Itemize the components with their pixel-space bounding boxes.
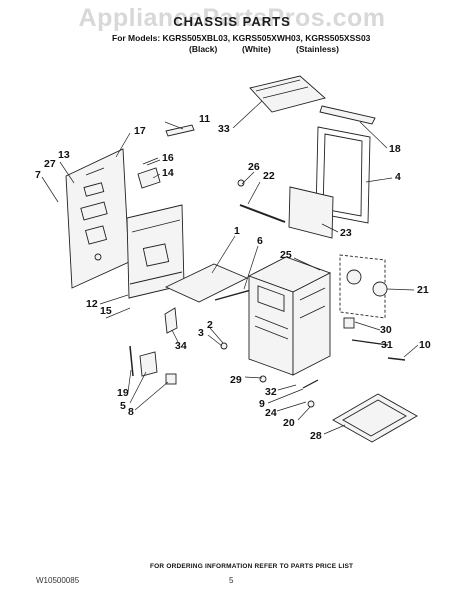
leveling-leg (165, 373, 177, 385)
small-bracket (165, 124, 195, 137)
parts-diagram (41, 75, 419, 443)
knob (372, 281, 388, 297)
vent-strip (319, 105, 376, 125)
callout-33: 33 (218, 123, 230, 135)
control-panel (339, 254, 386, 319)
callout-9: 9 (259, 398, 265, 410)
models-line: For Models: KGRS505XBL03, KGRS505XWH03, … (112, 33, 371, 43)
callout-21: 21 (417, 284, 429, 296)
door-glass (288, 186, 334, 239)
callout-25: 25 (280, 249, 292, 261)
callout-4: 4 (395, 171, 401, 183)
bracket (137, 167, 161, 189)
ordering-note: FOR ORDERING INFORMATION REFER TO PARTS … (150, 563, 354, 570)
broiler-pan (332, 393, 418, 443)
callout-23: 23 (340, 227, 352, 239)
watermark: AppliancePartsPros.com (78, 4, 386, 32)
callout-18: 18 (389, 143, 401, 155)
callout-13: 13 (58, 149, 70, 161)
variant-black: (Black) (189, 44, 218, 54)
igniter (387, 357, 406, 361)
variant-stainless: (Stainless) (296, 44, 339, 54)
callout-1: 1 (234, 225, 240, 237)
callout-32: 32 (265, 386, 277, 398)
top-panel (249, 75, 326, 113)
callout-15: 15 (100, 305, 112, 317)
page-title: CHASSIS PARTS (173, 14, 291, 29)
callout-20: 20 (283, 417, 295, 429)
callout-28: 28 (310, 430, 322, 442)
callout-27: 27 (44, 158, 56, 170)
door-frame (315, 126, 371, 224)
callout-30: 30 (380, 324, 392, 336)
callout-22: 22 (263, 170, 275, 182)
left-side-panel (65, 148, 130, 289)
callout-16: 16 (162, 152, 174, 164)
callout-14: 14 (162, 167, 174, 179)
callout-29: 29 (230, 374, 242, 386)
callout-26: 26 (248, 161, 260, 173)
callout-17: 17 (134, 125, 146, 137)
callout-11: 11 (199, 113, 211, 125)
callout-5: 5 (120, 400, 126, 412)
callout-3: 3 (198, 327, 204, 339)
callout-31: 31 (381, 339, 393, 351)
clip (164, 307, 178, 334)
callout-34: 34 (175, 340, 187, 352)
callout-7: 7 (35, 169, 41, 181)
callout-19: 19 (117, 387, 129, 399)
leveling-rod (129, 345, 134, 377)
knob (346, 269, 362, 285)
variant-white: (White) (242, 44, 271, 54)
callout-24: 24 (265, 407, 277, 419)
document-code: W10500085 (36, 576, 80, 585)
callout-8: 8 (128, 406, 134, 418)
callout-6: 6 (257, 235, 263, 247)
bottom-shelf (164, 263, 249, 303)
callout-2: 2 (207, 319, 213, 331)
callout-12: 12 (86, 298, 98, 310)
callout-10: 10 (419, 339, 431, 351)
anti-tip-bracket (139, 351, 158, 377)
page-number: 5 (229, 576, 234, 585)
hinge-bar (239, 204, 286, 223)
